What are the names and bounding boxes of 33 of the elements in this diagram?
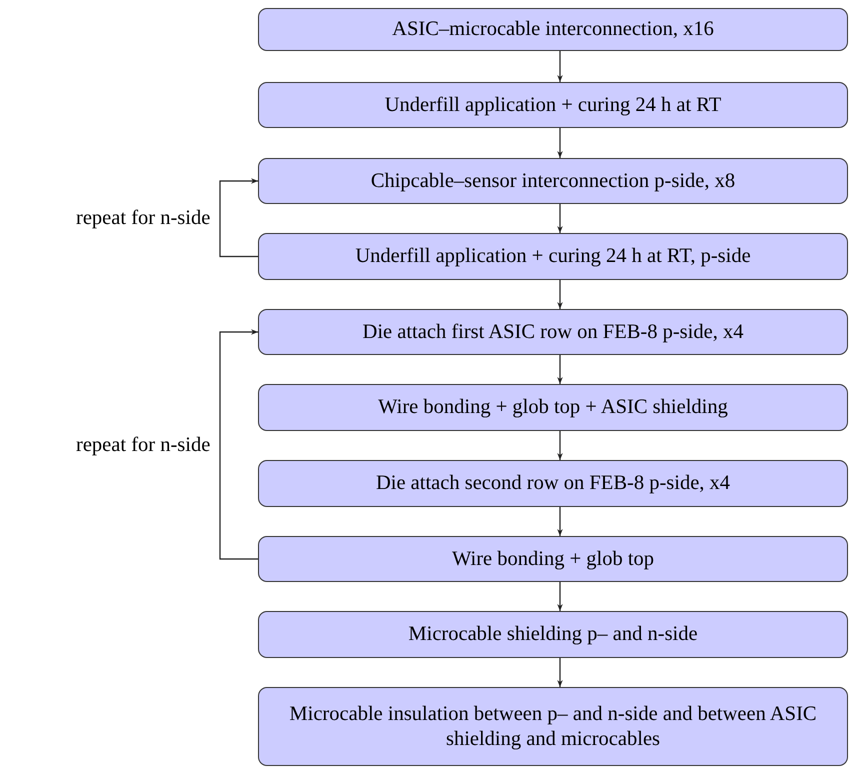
arrow — [219, 329, 258, 560]
step-text: Wire bonding + glob top — [452, 546, 654, 572]
process-box — [258, 233, 848, 280]
arrow — [557, 507, 563, 536]
arrow — [557, 128, 563, 158]
step-text: Die attach first ASIC row on FEB-8 p-side, x4 — [362, 320, 744, 344]
step-text: Chipcable–sensor interconnection p-side, x8 — [370, 168, 736, 194]
process-box — [258, 158, 848, 204]
arrow — [219, 178, 258, 258]
arrow — [557, 51, 563, 82]
edge-label: repeat for n-side — [76, 434, 210, 457]
arrow — [557, 431, 563, 460]
arrow — [557, 355, 563, 384]
process-box — [258, 384, 848, 431]
step-text: Underfill application + curing 24 h at RT — [384, 92, 722, 118]
process-box — [258, 460, 848, 507]
process-box — [258, 8, 848, 51]
process-box — [258, 687, 848, 766]
process-box — [258, 309, 848, 355]
step-text: Underfill application + curing 24 h at RT, p-side — [355, 244, 751, 269]
step-text: Die attach second row on FEB-8 p-side, x4 — [376, 471, 730, 496]
arrow — [557, 204, 563, 233]
process-box — [258, 536, 848, 582]
step-text: Microcable insulation between p– and n-side and between ASIC shielding and microcables — [288, 702, 818, 752]
process-box — [258, 82, 848, 128]
arrow — [557, 582, 563, 611]
step-text: Wire bonding + glob top + ASIC shielding — [378, 395, 728, 420]
arrow — [557, 658, 563, 687]
edge-label: repeat for n-side — [76, 207, 210, 230]
arrow — [557, 280, 563, 309]
step-text: ASIC–microcable interconnection, x16 — [392, 17, 714, 42]
step-text: Microcable shielding p– and n-side — [408, 622, 698, 647]
process-box — [258, 611, 848, 658]
